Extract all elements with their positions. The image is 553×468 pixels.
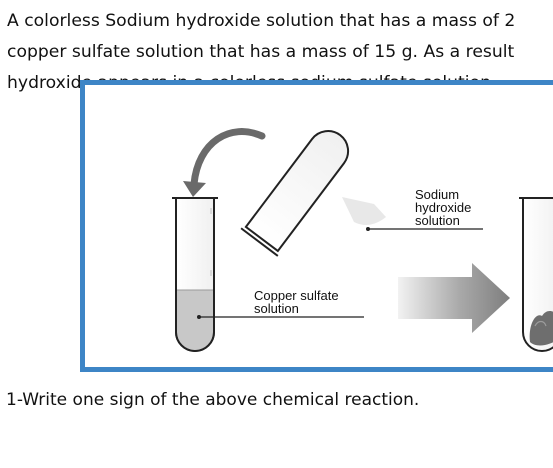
copper-sulfate-test-tube — [172, 197, 364, 352]
naoh-label-line-3: solution — [415, 213, 460, 228]
product-test-tube — [519, 197, 553, 352]
pouring-arrow — [183, 128, 266, 197]
copper-hydroxide-precipitate — [529, 310, 553, 346]
diagram-frame — [80, 80, 553, 372]
reaction-arrow — [398, 263, 510, 333]
sodium-hydroxide-label: Sodium hydroxide solution — [415, 187, 475, 228]
copper-sulfate-solution — [177, 290, 213, 350]
sodium-hydroxide-test-tube — [240, 130, 349, 257]
reaction-diagram: Sodium hydroxide solution Copper sulfate… — [80, 80, 553, 372]
naoh-label-line-1: Sodium — [415, 187, 459, 202]
cuso4-label-line-2: solution — [254, 301, 299, 316]
question-text: 1-Write one sign of the above chemical r… — [6, 390, 420, 410]
copper-sulfate-label: Copper sulfate solution — [254, 288, 342, 316]
sodium-hydroxide-surface — [342, 197, 386, 226]
cuso4-label-line-1: Copper sulfate — [254, 288, 339, 303]
naoh-label-line-2: hydroxide — [415, 200, 471, 215]
intro-line-2: copper sulfate solution that has a mass … — [7, 42, 515, 62]
intro-line-1: A colorless Sodium hydroxide solution th… — [7, 11, 516, 31]
